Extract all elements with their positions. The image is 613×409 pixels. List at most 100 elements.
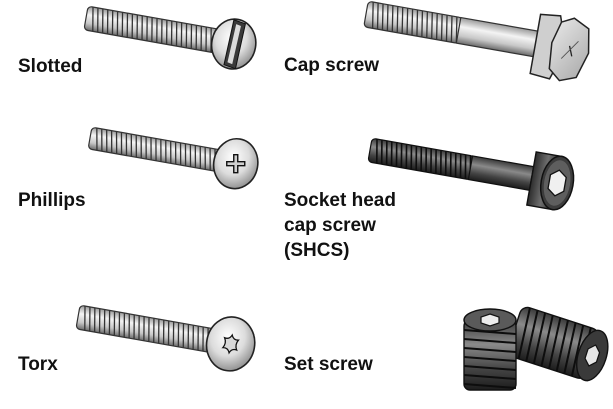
thread-line (410, 145, 413, 170)
thread-line (400, 143, 403, 168)
thread-line (405, 144, 408, 169)
torx-screw-icon (75, 305, 256, 372)
thread-line (540, 315, 554, 367)
thread-line (113, 311, 116, 336)
label-socket-head-cap-screw: Socket head cap screw (SHCS) (284, 188, 396, 263)
thread-line (143, 316, 145, 341)
socket-head-cap-screw-icon (367, 138, 575, 211)
thread-line (125, 133, 128, 156)
thread-line (101, 128, 103, 152)
thread-line (126, 13, 129, 38)
thread-line (376, 2, 379, 30)
thread-line (145, 136, 147, 160)
thread-line (146, 16, 148, 41)
thread-line (96, 128, 98, 151)
thread-line (411, 8, 414, 36)
thread-line (136, 14, 138, 40)
thread-line (118, 312, 121, 337)
thread-line (184, 143, 187, 167)
thread-line (172, 321, 175, 347)
label-shcs-line1: Socket head (284, 190, 396, 211)
thread-line (170, 20, 173, 46)
thread-line (435, 13, 438, 40)
thread-line (192, 325, 194, 350)
thread-line (380, 139, 383, 165)
thread-line (401, 7, 404, 34)
thread-line (185, 23, 188, 48)
thread-line (111, 10, 114, 35)
thread-line (160, 139, 162, 162)
thread-line (197, 326, 199, 351)
phillips-screw-icon (88, 127, 259, 190)
thread-line (170, 141, 172, 164)
thread-line (141, 15, 143, 41)
thread-line (189, 144, 192, 167)
thread-line (162, 319, 165, 345)
thread-line (180, 22, 183, 48)
thread-line (108, 310, 111, 335)
thread-line (385, 140, 388, 166)
thread-line (103, 309, 106, 334)
thread-line (187, 324, 190, 349)
thread-line (450, 15, 453, 43)
label-shcs-line3: (SHCS) (284, 240, 350, 261)
thread-line (165, 140, 167, 163)
thread-line (390, 141, 393, 166)
thread-line (439, 150, 442, 175)
thread-line (202, 326, 204, 352)
thread-line (115, 131, 118, 154)
thread-line (92, 7, 94, 32)
thread-line (150, 137, 152, 160)
thread-line (396, 6, 399, 33)
thread-line (395, 142, 398, 167)
thread-line (120, 132, 123, 155)
thread-line (131, 13, 134, 39)
thread-line (135, 134, 137, 158)
thread-line (204, 147, 206, 170)
thread-line (444, 151, 447, 176)
thread-line (431, 12, 433, 39)
thread-line (156, 18, 158, 43)
thread-line (148, 317, 150, 342)
thread-line (548, 317, 562, 369)
label-shcs-line2: cap screw (284, 215, 376, 236)
label-cap-screw: Cap screw (284, 55, 380, 76)
thread-line (116, 11, 119, 36)
thread-line (371, 2, 374, 29)
thread-line (177, 322, 180, 347)
thread-line (195, 25, 198, 50)
thread-line (194, 145, 197, 168)
thread-line (525, 310, 539, 362)
thread-line (517, 307, 531, 360)
thread-line (84, 306, 86, 331)
label-phillips: Phillips (18, 190, 86, 211)
label-set-screw: Set screw (284, 354, 373, 375)
thread-line (454, 152, 457, 178)
thread-line (174, 141, 177, 165)
thread-line (133, 314, 135, 340)
thread-line (455, 16, 458, 44)
thread-line (128, 313, 130, 339)
thread-line (165, 20, 168, 45)
thread-line (167, 320, 170, 346)
thread-line (209, 148, 211, 171)
thread-line (415, 145, 418, 171)
thread-line (445, 15, 448, 42)
thread-line (175, 21, 178, 47)
thread-line (101, 8, 104, 34)
thread-line (199, 146, 202, 169)
thread-line (386, 4, 389, 31)
label-slotted: Slotted (18, 56, 83, 77)
thread-line (375, 139, 378, 164)
thread-line (157, 319, 160, 344)
thread-line (459, 153, 462, 179)
thread-line (182, 323, 185, 348)
thread-line (153, 318, 155, 343)
thread-line (391, 5, 394, 32)
thread-line (190, 24, 193, 49)
thread-line (464, 154, 467, 180)
thread-line (121, 12, 124, 37)
thread-line (138, 315, 140, 340)
thread-line (98, 308, 101, 333)
